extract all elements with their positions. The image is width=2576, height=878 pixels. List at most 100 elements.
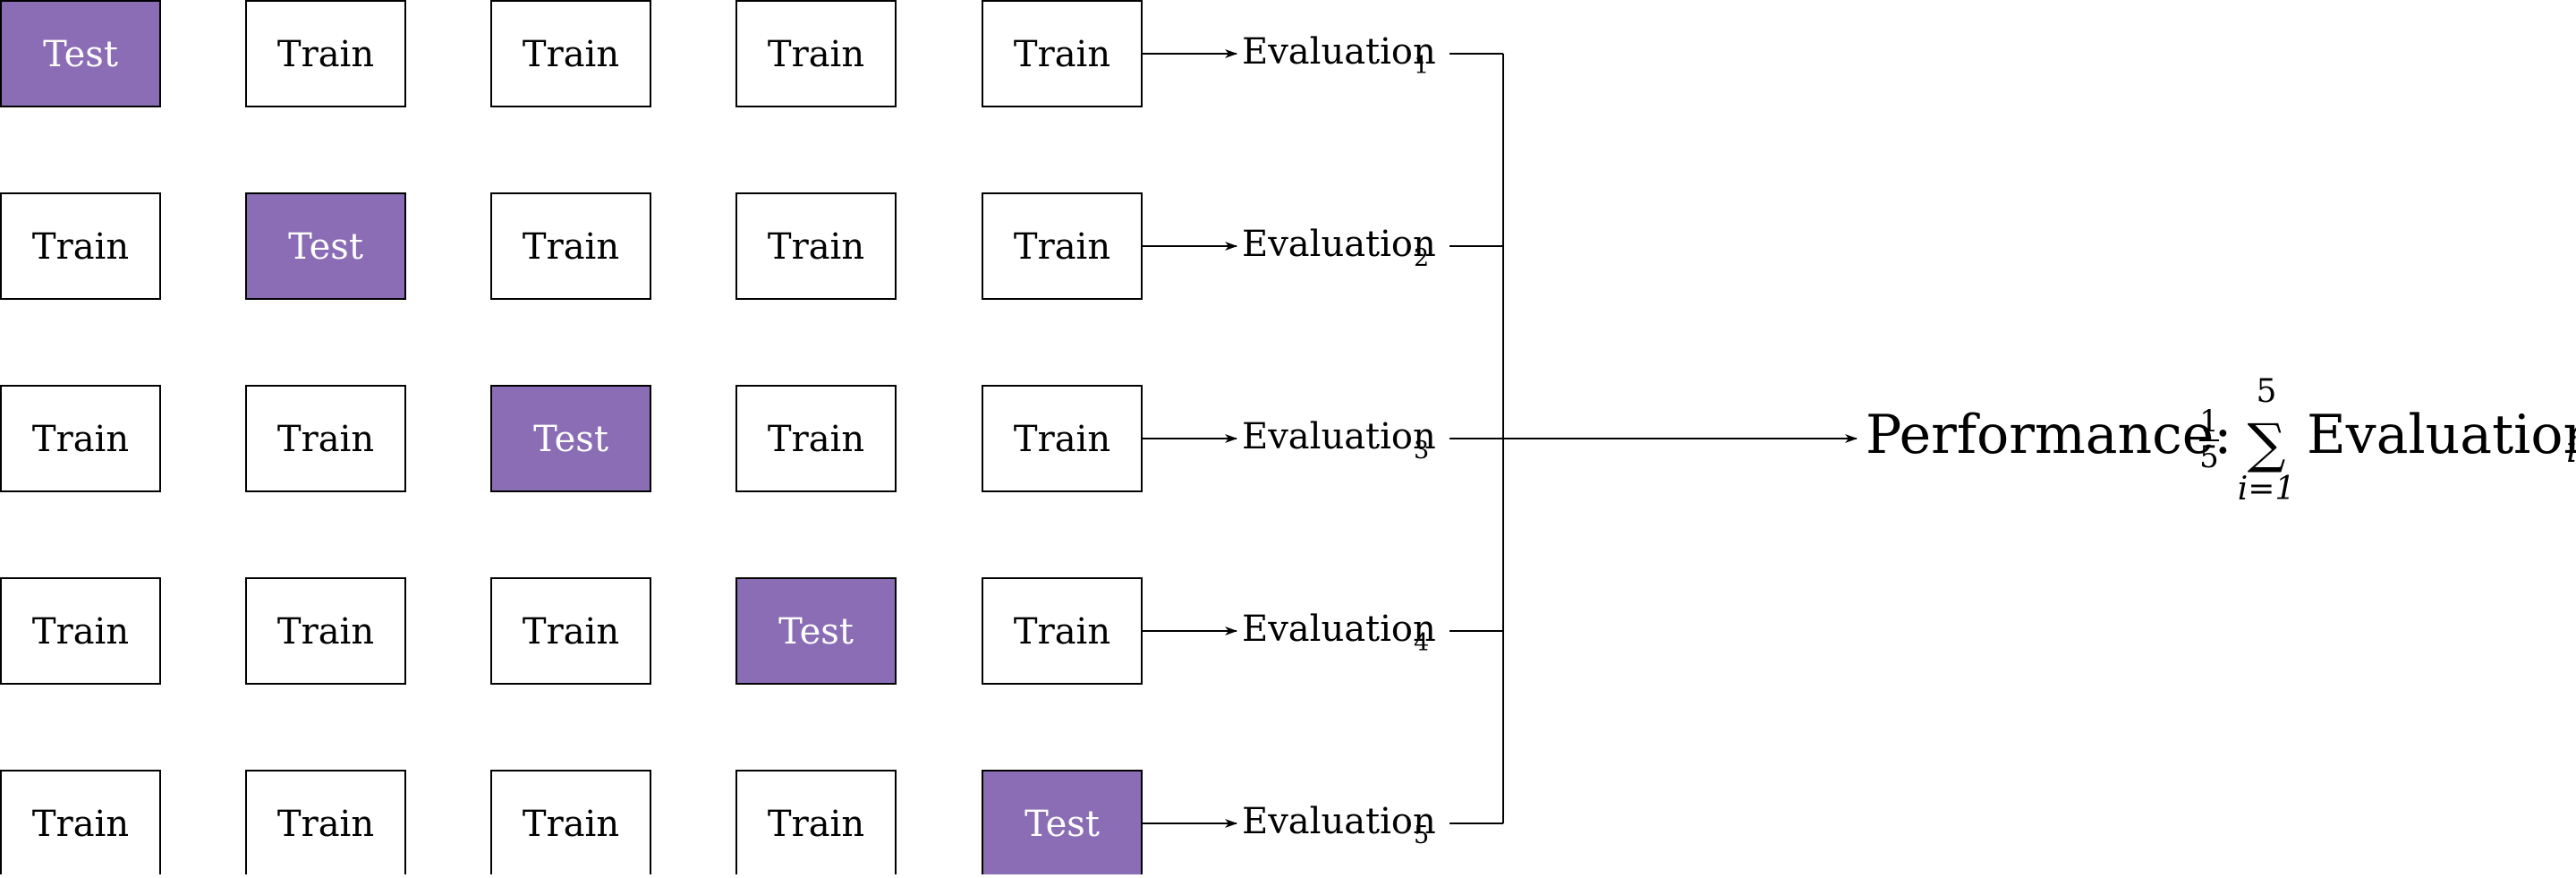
- train-label: Train: [32, 226, 129, 268]
- train-label: Train: [523, 226, 619, 268]
- train-label: Train: [32, 611, 129, 652]
- fraction-denominator: 5: [2199, 439, 2219, 475]
- evaluation-text: Evaluation: [1242, 31, 1436, 72]
- fold-box-rect: [245, 192, 406, 300]
- sum-symbol: ∑: [2248, 413, 2286, 475]
- train-fold-box: Train: [735, 0, 897, 107]
- test-label: Test: [43, 34, 118, 75]
- train-fold-box: Train: [245, 770, 406, 877]
- train-label: Train: [32, 804, 129, 845]
- train-fold-box: Train: [490, 770, 651, 877]
- fold-box-rect: [0, 577, 161, 685]
- fold-box-rect: [490, 0, 651, 107]
- fold-box-rect: [245, 770, 406, 877]
- performance-term: Evaluation: [2307, 404, 2576, 466]
- train-fold-box: Train: [245, 577, 406, 685]
- train-label: Train: [768, 34, 864, 75]
- train-fold-box: Train: [0, 385, 161, 492]
- evaluation-text: Evaluation: [1242, 801, 1436, 842]
- performance-term-index: i: [2566, 430, 2576, 471]
- evaluation-text: Evaluation: [1242, 224, 1436, 265]
- train-fold-box: Train: [490, 192, 651, 300]
- train-fold-box: Train: [735, 385, 897, 492]
- train-label: Train: [277, 804, 374, 845]
- train-label: Train: [277, 419, 374, 460]
- sum-upper-limit: 5: [2257, 373, 2277, 410]
- fold-box-rect: [982, 192, 1143, 300]
- evaluation-index: 2: [1414, 244, 1429, 272]
- fold-box-rect: [982, 385, 1143, 492]
- fold-box-rect: [735, 385, 897, 492]
- test-fold-box: Test: [0, 0, 161, 107]
- train-fold-box: Train: [982, 0, 1143, 107]
- train-fold-box: Train: [735, 192, 897, 300]
- fold-box-rect: [490, 577, 651, 685]
- train-fold-box: Train: [490, 577, 651, 685]
- fold-box-rect: [0, 0, 161, 107]
- train-fold-box: Train: [0, 770, 161, 877]
- fold-box-rect: [982, 770, 1143, 877]
- train-label: Train: [523, 34, 619, 75]
- fold-box-rect: [735, 192, 897, 300]
- train-fold-box: Train: [982, 577, 1143, 685]
- test-fold-box: Test: [735, 577, 897, 685]
- train-label: Train: [523, 611, 619, 652]
- test-label: Test: [288, 226, 363, 268]
- train-label: Train: [1014, 34, 1110, 75]
- evaluation-text: Evaluation: [1242, 609, 1436, 650]
- train-label: Train: [32, 419, 129, 460]
- train-fold-box: Train: [735, 770, 897, 877]
- train-fold-box: Train: [0, 192, 161, 300]
- train-label: Train: [523, 804, 619, 845]
- fold-box-rect: [245, 0, 406, 107]
- train-label: Train: [277, 611, 374, 652]
- train-fold-box: Train: [245, 0, 406, 107]
- test-label: Test: [778, 611, 854, 652]
- train-label: Train: [1014, 611, 1110, 652]
- performance-label: Performance:: [1866, 404, 2232, 466]
- fold-box-rect: [490, 385, 651, 492]
- fraction-numerator: 1: [2199, 404, 2219, 439]
- fold-box-rect: [735, 0, 897, 107]
- train-fold-box: Train: [982, 385, 1143, 492]
- fold-box-rect: [982, 577, 1143, 685]
- train-label: Train: [768, 226, 864, 268]
- fold-box-rect: [735, 577, 897, 685]
- train-fold-box: Train: [490, 0, 651, 107]
- train-label: Train: [1014, 419, 1110, 460]
- train-label: Train: [768, 419, 864, 460]
- test-fold-box: Test: [490, 385, 651, 492]
- test-fold-box: Test: [245, 192, 406, 300]
- fold-box-rect: [0, 385, 161, 492]
- fold-box-rect: [490, 770, 651, 877]
- sum-lower-limit: i=1: [2238, 471, 2296, 507]
- fold-box-rect: [735, 770, 897, 877]
- train-label: Train: [277, 34, 374, 75]
- evaluation-index: 1: [1414, 52, 1429, 80]
- train-fold-box: Train: [982, 192, 1143, 300]
- train-label: Train: [1014, 226, 1110, 268]
- fold-box-rect: [245, 385, 406, 492]
- fold-box-rect: [245, 577, 406, 685]
- test-label: Test: [533, 419, 608, 460]
- evaluation-index: 4: [1414, 629, 1429, 657]
- train-fold-box: Train: [0, 577, 161, 685]
- evaluation-text: Evaluation: [1242, 416, 1436, 457]
- train-fold-box: Train: [245, 385, 406, 492]
- performance-formula: Performance: 1 5 5 ∑ i=1 Evaluation i: [1866, 373, 2576, 507]
- fold-box-rect: [490, 192, 651, 300]
- fold-box-rect: [982, 0, 1143, 107]
- evaluation-index: 3: [1414, 437, 1429, 465]
